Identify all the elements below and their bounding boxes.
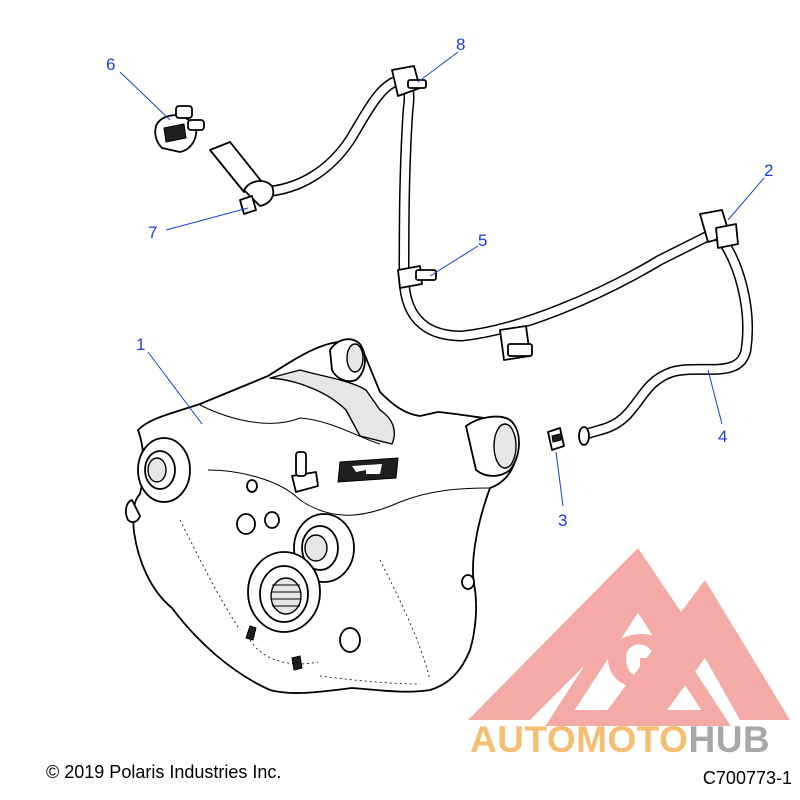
callout-5: 5 [478, 231, 487, 250]
copyright-text: © 2019 Polaris Industries Inc. [46, 762, 281, 782]
breather-hose-assembly [256, 65, 754, 446]
callout-6: 6 [106, 55, 115, 74]
callout-3: 3 [558, 511, 567, 530]
svg-text:AUTOMOTOHUB: AUTOMOTOHUB [470, 719, 770, 760]
vent-hose-short [209, 141, 275, 215]
callout-7: 7 [148, 223, 157, 242]
leader-lines [119, 51, 765, 507]
callout-4: 4 [718, 427, 727, 446]
drawing-number: C700773-1 [703, 768, 792, 788]
vent-valve [154, 105, 205, 153]
callout-8: 8 [456, 35, 465, 54]
watermark-logo [468, 548, 790, 726]
watermark-text-part1: AUTOMOTO [470, 719, 688, 760]
callout-labels: 1 2 3 4 5 6 7 8 [106, 35, 773, 530]
watermark-text-part2: HUB [688, 719, 770, 760]
transmission-housing [125, 338, 520, 694]
callout-1: 1 [136, 335, 145, 354]
hose-clip [547, 427, 565, 451]
callout-2: 2 [764, 161, 773, 180]
watermark-text: AUTOMOTOHUB [470, 719, 770, 760]
